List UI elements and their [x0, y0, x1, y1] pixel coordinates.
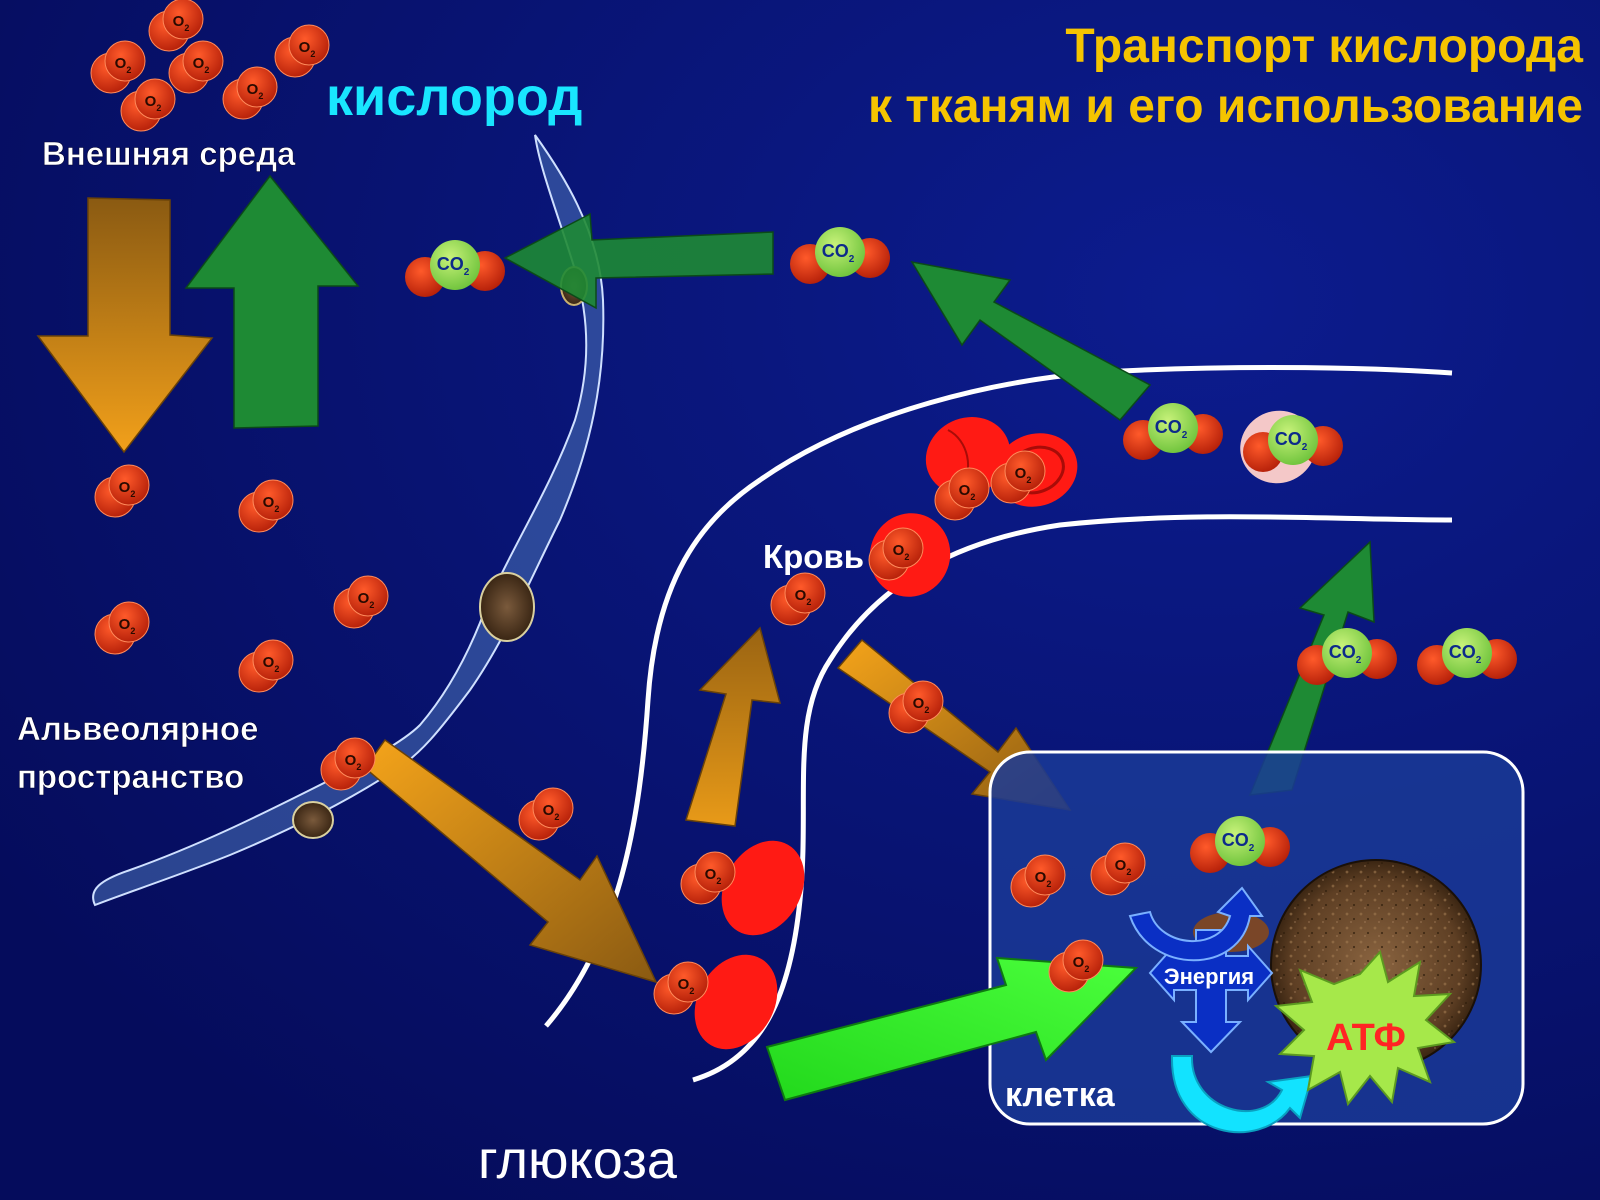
vessel-wall-inner: [692, 514, 1453, 1083]
alveolar-label-line-1: Альвеолярное: [17, 710, 258, 747]
cycle-arrow: [1170, 1055, 1314, 1134]
energy-curve-arrow: [1128, 886, 1264, 962]
o2-diffusion-arrow: [363, 738, 658, 984]
co2-exhale-arrow: [503, 212, 774, 310]
energy-label: Энергия: [1164, 964, 1254, 989]
external-environment-label: Внешняя среда: [42, 135, 296, 172]
title-line-2: к тканям и его использование: [868, 80, 1583, 133]
red-blood-cell-icon: [694, 954, 778, 1050]
title-line-1: Транспорт кислорода: [1065, 20, 1583, 73]
alveolar-label-line-2: пространство: [17, 758, 244, 795]
vessel-wall-outer: [544, 364, 1453, 1028]
nucleus-icon: [292, 801, 334, 839]
glucose-label: глюкоза: [478, 1130, 678, 1190]
cell-label: клетка: [1005, 1076, 1116, 1114]
atp-label: АТФ: [1326, 1017, 1406, 1059]
atp-starburst-icon: [1273, 949, 1457, 1107]
energy-arrow: [1148, 929, 1274, 1054]
blood-label: Кровь: [763, 538, 864, 575]
exhale-arrow: [184, 174, 360, 429]
red-blood-cell-icon: [721, 840, 805, 936]
nucleus-icon: [479, 572, 535, 642]
co2-transport-arrow: [910, 260, 1152, 422]
alveolar-cell: [92, 134, 605, 907]
o2-into-blood-arrow: [685, 626, 782, 827]
oxygen-label: кислород: [326, 67, 582, 127]
inhale-arrow: [36, 197, 214, 454]
